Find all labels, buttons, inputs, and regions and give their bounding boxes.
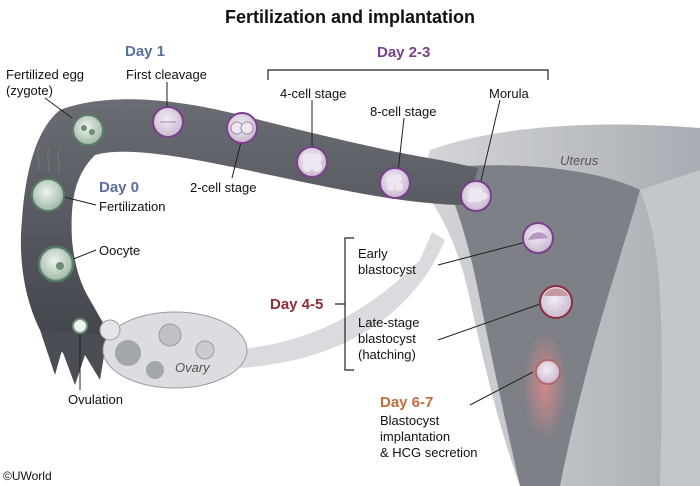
- early-blastocyst: [522, 222, 554, 254]
- zygote-cell: [72, 114, 104, 146]
- day45-label: Day 4-5: [270, 296, 324, 313]
- page-title: Fertilization and implantation: [224, 7, 475, 27]
- late-blastocyst-label-3: (hatching): [358, 347, 416, 362]
- day23-label: Day 2-3: [377, 44, 431, 61]
- copyright-text: ©UWorld: [3, 469, 52, 483]
- first-cleavage-label: First cleavage: [126, 67, 207, 82]
- oocyte-cell: [37, 245, 75, 283]
- late-blastocyst-label-2: blastocyst: [358, 331, 416, 346]
- early-blastocyst-label-2: blastocyst: [358, 262, 416, 277]
- leader-lines: [44, 82, 544, 406]
- eight-cell-embryo: [379, 167, 411, 199]
- implanting-blastocyst: [535, 359, 561, 385]
- implantation-label-3: & HCG secretion: [380, 445, 478, 460]
- oocyte-label: Oocyte: [99, 243, 141, 258]
- eight-cell-label: 8-cell stage: [370, 104, 437, 119]
- four-cell-embryo: [296, 146, 328, 178]
- implantation-label-2: implantation: [380, 429, 451, 444]
- fertilization-label: Fertilization: [99, 199, 166, 214]
- ovary-follicle: [195, 340, 215, 360]
- two-cell-label: 2-cell stage: [190, 180, 257, 195]
- four-cell-label: 4-cell stage: [280, 86, 347, 101]
- early-blastocyst-label-1: Early: [358, 246, 388, 261]
- implantation-label-1: Blastocyst: [380, 413, 440, 428]
- ovary-follicle: [158, 323, 182, 347]
- late-blastocyst-label-1: Late-stage: [358, 315, 420, 330]
- morula-label: Morula: [489, 86, 529, 101]
- fertilization-cell: [31, 145, 65, 212]
- morula: [460, 180, 492, 212]
- ovulation-label: Ovulation: [68, 392, 123, 407]
- ovary-follicle: [146, 361, 164, 379]
- day0-label: Day 0: [99, 179, 140, 196]
- two-cell-embryo: [226, 112, 258, 144]
- fallopian-tube: [20, 99, 479, 361]
- implantation-site-glow: [523, 330, 567, 440]
- ovulated-egg: [72, 318, 88, 334]
- zygote-label: (zygote): [6, 83, 53, 98]
- day23-bracket: [267, 69, 549, 80]
- day67-label: Day 6-7: [380, 394, 434, 411]
- uterine-wall-inner: [640, 170, 700, 486]
- fertilized-egg-label: Fertilized egg: [6, 67, 85, 82]
- ovary: [102, 311, 248, 389]
- first-cleavage-cell: [152, 106, 184, 138]
- ovarian-ligament: [230, 232, 445, 368]
- late-stage-blastocyst: [539, 285, 573, 319]
- uterine-cavity: [440, 165, 640, 486]
- ovary-follicle: [115, 340, 141, 366]
- day1-label: Day 1: [125, 43, 166, 60]
- uterus-label: Uterus: [560, 153, 599, 168]
- day45-bracket: [335, 237, 354, 371]
- ovary-follicle: [99, 319, 121, 341]
- ovary-label: Ovary: [175, 360, 210, 375]
